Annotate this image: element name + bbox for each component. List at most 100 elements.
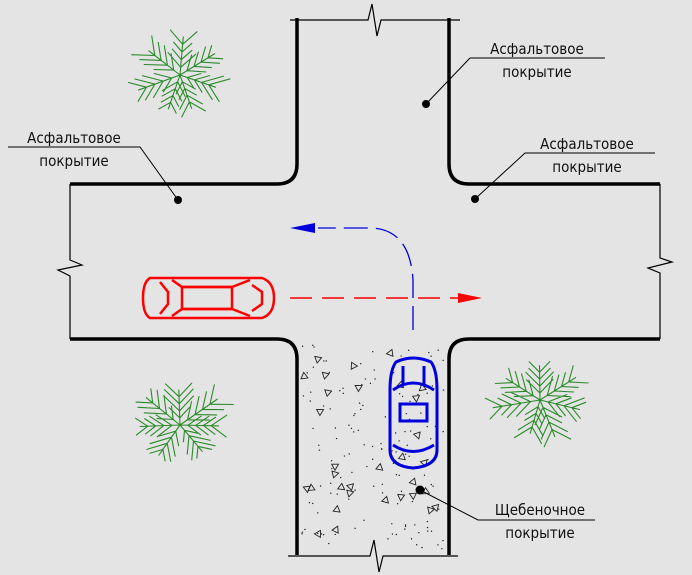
label-asphalt-right-line1: Асфальтовое — [540, 135, 634, 153]
gravel-dot — [363, 519, 365, 521]
gravel-dot — [317, 512, 319, 514]
gravel-dot — [442, 359, 444, 362]
gravel-stone — [419, 459, 428, 468]
gravel-dot — [426, 520, 429, 523]
gravel-dot — [330, 492, 332, 494]
gravel-dot — [325, 360, 327, 362]
label-asphalt-left-line1: Асфальтовое — [27, 129, 121, 147]
gravel-dot — [363, 444, 365, 446]
gravel-dot — [312, 427, 314, 430]
gravel-dot — [392, 372, 395, 374]
gravel-dot — [426, 425, 428, 428]
gravel-dot — [340, 476, 342, 479]
gravel-dot — [420, 412, 422, 414]
gravel-stone — [385, 348, 394, 358]
gravel-dot — [430, 355, 432, 357]
gravel-dot — [357, 429, 360, 432]
gravel-stone — [408, 492, 418, 501]
gravel-dot — [328, 371, 330, 374]
gravel-dot — [302, 395, 305, 397]
gravel-stone — [336, 482, 346, 491]
gravel-stone — [375, 462, 384, 471]
gravel-dot — [384, 416, 387, 418]
gravel-dot — [391, 533, 394, 535]
marker-dot — [174, 196, 182, 204]
gravel-dot — [391, 450, 393, 452]
gravel-dot — [404, 430, 406, 433]
gravel-dot — [400, 355, 402, 357]
gravel-dot — [381, 492, 384, 494]
gravel-dot — [366, 465, 368, 468]
label-asphalt-left-line2: покрытие — [39, 152, 108, 170]
marker-dot — [422, 100, 430, 108]
gravel-dot — [358, 402, 361, 404]
gravel-dot — [364, 378, 367, 380]
gravel-dot — [354, 489, 356, 491]
gravel-dot — [343, 455, 346, 457]
trees — [128, 29, 589, 462]
tree-icon — [134, 382, 234, 462]
gravel-dot — [360, 408, 362, 411]
leaders — [8, 57, 655, 521]
gravel-stone — [408, 477, 417, 486]
road-edges — [56, 3, 675, 573]
gravel-dot — [331, 467, 333, 470]
gravel-dot — [328, 542, 330, 545]
gravel-dot — [407, 349, 410, 352]
gravel-stone — [315, 409, 325, 417]
gravel-dot — [322, 534, 325, 536]
gravel-dot — [400, 490, 403, 493]
red-car — [141, 276, 276, 320]
gravel-dot — [360, 363, 362, 365]
gravel-dot — [417, 393, 419, 396]
label-asphalt-top-right-line2: покрытие — [502, 63, 571, 81]
gravel-dot — [330, 460, 333, 462]
gravel-dot — [354, 527, 356, 530]
gravel-stone — [331, 525, 339, 534]
gravel-dot — [348, 453, 350, 455]
gravel-dot — [404, 524, 407, 526]
gravel-dot — [414, 524, 416, 526]
gravel-dot — [437, 349, 439, 351]
gravel-dot — [398, 440, 400, 442]
gravel-dot — [381, 483, 383, 485]
gravel-dot — [353, 414, 355, 417]
gravel-dot — [301, 345, 304, 347]
gravel-dot — [371, 445, 374, 448]
gravel-dot — [392, 462, 395, 465]
gravel-dot — [428, 351, 430, 354]
gravel-stone — [345, 483, 355, 492]
gravel-dot — [421, 546, 423, 549]
gravel-dot — [309, 391, 312, 393]
blue-car — [388, 356, 439, 470]
gravel-stone — [300, 371, 309, 380]
gravel-dot — [418, 531, 420, 534]
gravel-dot — [426, 526, 429, 529]
gravel-dot — [394, 432, 397, 434]
gravel-dot — [312, 366, 315, 368]
gravel-dot — [313, 346, 315, 348]
gravel-dot — [353, 431, 355, 433]
label-asphalt-right-line2: покрытие — [552, 158, 621, 176]
gravel-dot — [350, 427, 353, 430]
label-gravel-line1: Щебеночное — [495, 501, 585, 519]
gravel-dot — [373, 485, 375, 487]
gravel-stone — [321, 371, 330, 380]
gravel-dot — [391, 523, 393, 525]
gravel-stone — [397, 452, 407, 461]
gravel-dot — [351, 471, 353, 474]
gravel-dot — [320, 533, 323, 535]
gravel-dot — [404, 528, 406, 530]
gravel-dot — [318, 449, 321, 451]
gravel-dot — [381, 448, 383, 450]
gravel-dot — [372, 351, 374, 353]
gravel-dot — [361, 383, 363, 386]
gravel-stone — [324, 389, 333, 398]
gravel-dot — [432, 485, 434, 487]
gravel-dot — [334, 427, 337, 429]
gravel-stone — [314, 355, 323, 364]
gravel-dot — [437, 544, 439, 546]
gravel-dot — [336, 493, 338, 495]
gravel-stone — [307, 483, 316, 491]
